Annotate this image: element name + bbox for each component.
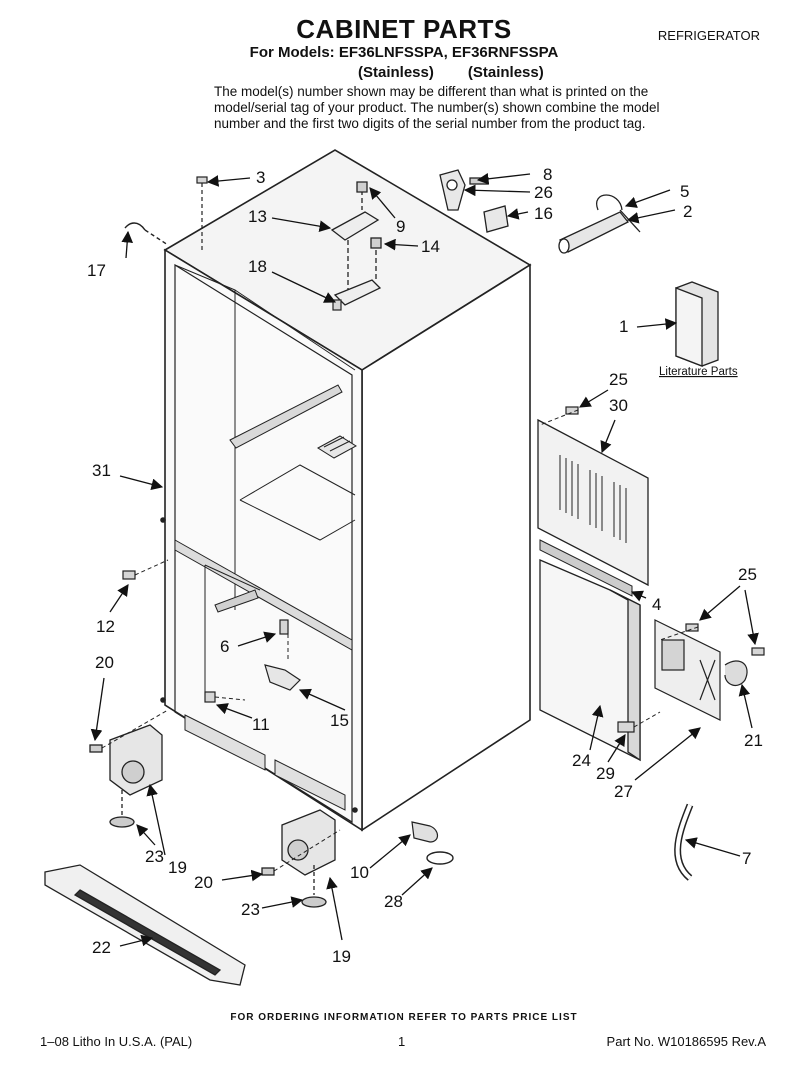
callout-16: 16 bbox=[534, 204, 553, 223]
callout-31: 31 bbox=[92, 461, 111, 480]
callout-20b: 20 bbox=[194, 873, 213, 892]
callout-11: 11 bbox=[252, 715, 270, 734]
tube-17 bbox=[124, 222, 169, 246]
lower-access-panel bbox=[539, 559, 641, 762]
vent-grille bbox=[317, 435, 357, 459]
callout-9: 9 bbox=[396, 217, 405, 236]
literature-booklet bbox=[675, 281, 719, 367]
callout-13: 13 bbox=[248, 207, 267, 226]
page-title: CABINET PARTS bbox=[296, 14, 512, 44]
callout-8: 8 bbox=[543, 165, 552, 184]
litho-info: 1–08 Litho In U.S.A. (PAL) bbox=[40, 1034, 193, 1049]
callout-25b: 25 bbox=[738, 565, 757, 584]
callout-23a: 23 bbox=[145, 847, 164, 866]
callout-28: 28 bbox=[384, 892, 403, 911]
callout-19a: 19 bbox=[168, 858, 187, 877]
screw-25c bbox=[751, 647, 765, 656]
models-line: For Models: EF36LNFSSPA, EF36RNFSSPA bbox=[249, 44, 559, 61]
cabinet-exploded-diagram: Literature Parts bbox=[44, 149, 765, 986]
callout-25a: 25 bbox=[609, 370, 628, 389]
callout-24: 24 bbox=[572, 751, 591, 770]
callout-27: 27 bbox=[614, 782, 633, 801]
callout-19b: 19 bbox=[332, 947, 351, 966]
leveling-bracket-left bbox=[89, 724, 163, 828]
callout-26: 26 bbox=[534, 183, 553, 202]
callout-4: 4 bbox=[652, 595, 661, 614]
page-number: 1 bbox=[398, 1034, 406, 1049]
variant-label: (Stainless) bbox=[467, 64, 544, 81]
water-fitting bbox=[558, 194, 641, 254]
grommet-28 bbox=[426, 851, 454, 865]
callout-21: 21 bbox=[744, 731, 763, 750]
part-number: Part No. W10186595 Rev.A bbox=[606, 1034, 766, 1049]
electrical-control-box bbox=[654, 619, 748, 721]
callout-23b: 23 bbox=[241, 900, 260, 919]
screw-11 bbox=[204, 691, 216, 703]
callout-7: 7 bbox=[742, 849, 751, 868]
callout-18: 18 bbox=[248, 257, 267, 276]
callout-30: 30 bbox=[609, 396, 628, 415]
rear-access-panel bbox=[537, 418, 649, 587]
callout-15: 15 bbox=[330, 711, 349, 730]
leveling-bracket-right bbox=[261, 809, 336, 908]
callout-5: 5 bbox=[680, 182, 689, 201]
clip-29 bbox=[617, 721, 635, 733]
screw-18 bbox=[332, 299, 342, 311]
variant-label: (Stainless) bbox=[358, 64, 434, 81]
screw-6 bbox=[279, 619, 289, 635]
ordering-note: FOR ORDERING INFORMATION REFER TO PARTS … bbox=[230, 1012, 578, 1023]
callout-labels: 3 17 13 9 14 18 8 26 16 5 2 1 25 30 31 1… bbox=[87, 165, 763, 966]
callout-29: 29 bbox=[596, 764, 615, 783]
callout-1: 1 bbox=[619, 317, 628, 336]
model-number-note: The model(s) number shown may be differe… bbox=[214, 84, 660, 131]
callout-6: 6 bbox=[220, 637, 229, 656]
callout-10: 10 bbox=[350, 863, 369, 882]
callout-14: 14 bbox=[421, 237, 440, 256]
callout-20a: 20 bbox=[95, 653, 114, 672]
callout-3: 3 bbox=[256, 168, 265, 187]
callout-2: 2 bbox=[683, 202, 692, 221]
callout-12: 12 bbox=[96, 617, 115, 636]
screw-12 bbox=[122, 570, 136, 580]
category-label: REFRIGERATOR bbox=[657, 28, 760, 43]
callout-17: 17 bbox=[87, 261, 106, 280]
toe-grille-22 bbox=[44, 864, 246, 986]
top-hinge bbox=[330, 181, 382, 306]
clamp-10 bbox=[411, 821, 439, 843]
literature-parts-label: Literature Parts bbox=[659, 366, 738, 378]
callout-22: 22 bbox=[92, 938, 111, 957]
model-variants: (Stainless) (Stainless) bbox=[358, 64, 544, 81]
bracket-15 bbox=[264, 664, 301, 691]
